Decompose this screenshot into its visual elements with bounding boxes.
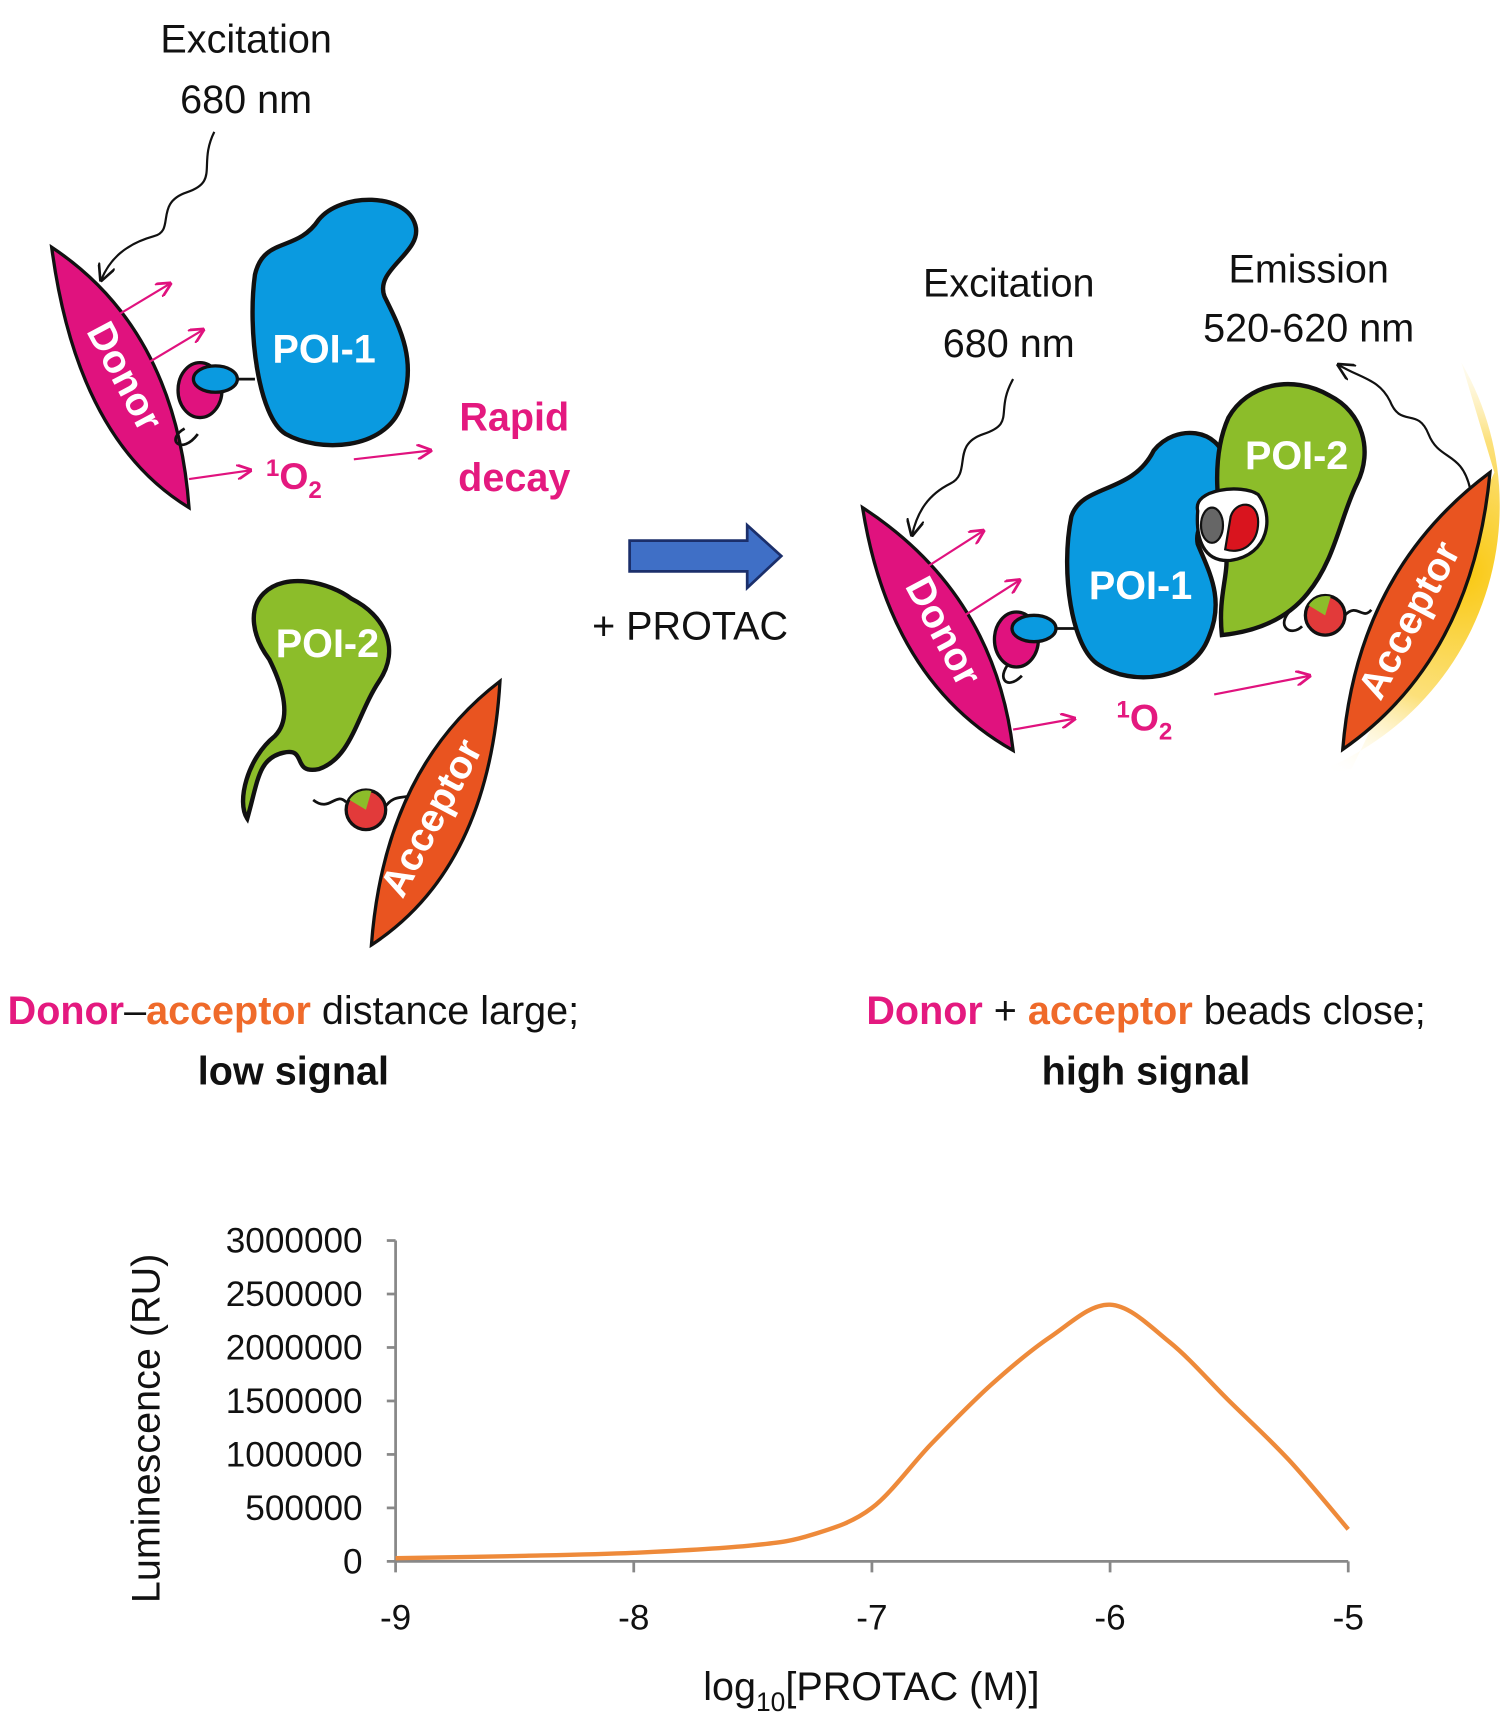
x-tick-label: -9 bbox=[380, 1599, 411, 1638]
high-signal-label: high signal bbox=[1042, 1050, 1251, 1094]
acceptor-bead bbox=[369, 677, 502, 949]
y-tick-label: 2500000 bbox=[226, 1275, 363, 1314]
emission-wavelength: 520-620 nm bbox=[1203, 307, 1414, 351]
ligand-tag bbox=[176, 360, 240, 420]
rapid-label: Rapid bbox=[459, 396, 569, 440]
right-panel: Excitation 680 nm Emission 520-620 nm Do… bbox=[860, 247, 1500, 1094]
poi1-protein bbox=[250, 197, 419, 448]
y-tick-label: 3000000 bbox=[226, 1222, 363, 1261]
left-panel: Excitation 680 nm Donor POI-1 1O2 Rapid … bbox=[8, 18, 579, 1094]
x-tick-label: -7 bbox=[856, 1599, 887, 1638]
series-line-signal bbox=[395, 1302, 1350, 1561]
y-tick-label: 1000000 bbox=[226, 1436, 363, 1475]
y-axis-title: Luminescence (RU) bbox=[124, 1254, 168, 1603]
donor-bead bbox=[49, 243, 191, 511]
y-tick-label: 500000 bbox=[245, 1489, 362, 1528]
excitation-wavelength: 680 nm bbox=[943, 322, 1075, 366]
acceptor-bead bbox=[1340, 468, 1492, 753]
singlet-oxygen-label: 1O2 bbox=[1116, 697, 1172, 746]
luminescence-chart: Luminescence (RU) log10[PROTAC (M)] 0 500… bbox=[124, 1222, 1364, 1717]
right-arrow-icon bbox=[628, 522, 784, 592]
y-tick-label: 2000000 bbox=[226, 1329, 363, 1368]
poi2-protein bbox=[240, 578, 392, 824]
x-tick-label: -8 bbox=[618, 1599, 649, 1638]
tag-ball bbox=[1282, 593, 1373, 637]
poi1-label: POI-1 bbox=[1089, 564, 1192, 608]
emission-squiggle-arrow bbox=[1338, 365, 1472, 490]
excitation-squiggle-arrow bbox=[101, 131, 216, 280]
protac-label: + PROTAC bbox=[592, 604, 788, 648]
tag-ball bbox=[344, 788, 388, 832]
protac-ternary-complex bbox=[1195, 487, 1269, 563]
ligand-tag bbox=[992, 610, 1075, 684]
left-caption: Donor–acceptor distance large; bbox=[8, 989, 579, 1033]
energy-arrows bbox=[114, 283, 430, 481]
x-tick-label: -5 bbox=[1333, 1599, 1364, 1638]
protac-arrow: + PROTAC bbox=[592, 522, 788, 648]
emission-glow bbox=[1219, 362, 1500, 792]
donor-bead bbox=[860, 504, 1016, 754]
excitation-label: Excitation bbox=[923, 262, 1094, 306]
energy-arrows bbox=[927, 531, 1310, 731]
low-signal-label: low signal bbox=[198, 1050, 389, 1094]
emission-label: Emission bbox=[1228, 247, 1388, 291]
excitation-squiggle-arrow bbox=[912, 378, 1015, 535]
excitation-wavelength: 680 nm bbox=[180, 78, 312, 122]
x-axis-title: log10[PROTAC (M)] bbox=[703, 1665, 1039, 1717]
poi2-label: POI-2 bbox=[276, 622, 379, 666]
x-tick-label: -6 bbox=[1094, 1599, 1125, 1638]
poi2-label: POI-2 bbox=[1245, 434, 1348, 478]
poi1-label: POI-1 bbox=[273, 328, 376, 372]
excitation-label: Excitation bbox=[160, 18, 331, 62]
singlet-oxygen-label: 1O2 bbox=[266, 455, 322, 504]
y-tick-label: 0 bbox=[343, 1542, 363, 1581]
right-caption: Donor + acceptor beads close; bbox=[866, 989, 1425, 1033]
decay-label: decay bbox=[458, 456, 570, 500]
poi1-protein bbox=[1064, 430, 1228, 680]
y-tick-label: 1500000 bbox=[226, 1382, 363, 1421]
